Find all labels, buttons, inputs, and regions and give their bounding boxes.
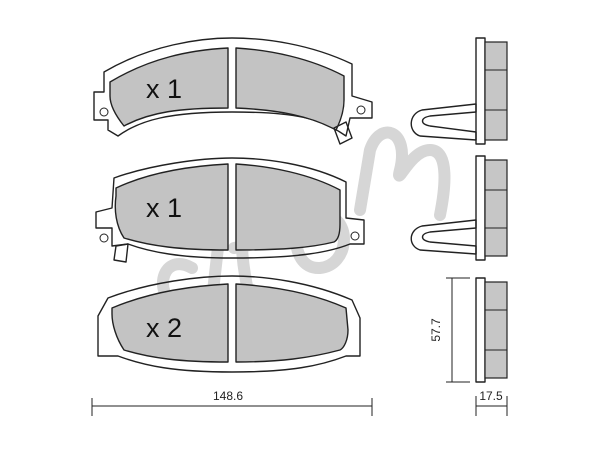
pad-2-friction-right [235, 163, 341, 251]
pad-3-quantity: x 2 [146, 313, 182, 343]
pad-1-quantity: x 1 [146, 74, 182, 104]
brake-pad-3 [97, 275, 361, 373]
pad-2-friction-left [114, 163, 229, 251]
pad-3-friction-left [111, 283, 229, 363]
dimension-height [446, 277, 470, 383]
height-dimension-label: 57.7 [429, 318, 443, 342]
brake-pad-1 [93, 37, 373, 145]
side-view-1-clip [410, 103, 477, 141]
side-view-2-clip [410, 219, 477, 255]
pad-1-friction-right [235, 47, 345, 131]
brake-pad-2 [95, 157, 365, 263]
side-view-2 [410, 155, 508, 261]
dimension-thickness [475, 396, 508, 416]
pad-1-wear-sensor [333, 121, 353, 145]
pad-1-hole-right [356, 105, 366, 115]
thickness-dimension-label: 17.5 [479, 389, 503, 403]
dimension-width [91, 398, 373, 416]
pad-1-friction-left [109, 47, 229, 127]
pad-3-backing-plate [97, 275, 361, 373]
side-view-1 [410, 37, 508, 145]
width-dimension-label: 148.6 [213, 389, 243, 403]
side-view-3 [475, 277, 508, 383]
pad-2-wear-sensor [113, 243, 129, 263]
pad-2-hole-left [99, 233, 109, 243]
pad-2-hole-right [350, 231, 360, 241]
pad-2-quantity: x 1 [146, 193, 182, 223]
pad-2-backing-plate [95, 157, 365, 259]
pad-1-hole-left [99, 107, 109, 117]
pad-3-friction-right [235, 283, 349, 363]
